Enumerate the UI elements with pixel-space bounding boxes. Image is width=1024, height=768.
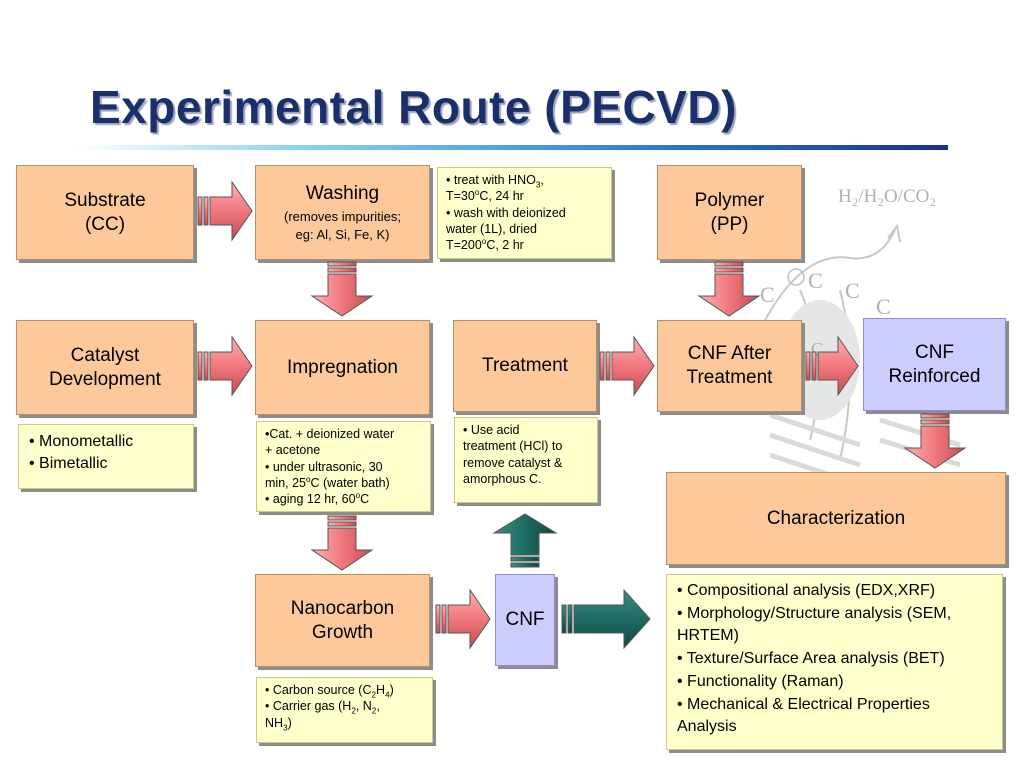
cnf-reinforced-label: CNF	[914, 341, 955, 363]
background-atom: C	[760, 282, 775, 307]
characterization-note: • Compositional analysis (EDX,XRF) • Mor…	[666, 574, 1003, 750]
atom-circle	[787, 268, 805, 286]
polymer-sublabel: (PP)	[710, 213, 749, 235]
substrate-label: Substrate	[64, 189, 146, 211]
washing-detail-line: (removes impurities;	[283, 209, 402, 225]
substrate-box: Substrate (CC)	[16, 165, 194, 260]
washing-detail-line: eg: Al, Si, Fe, K)	[295, 226, 390, 242]
arrow-catalyst-to-impregnation	[197, 335, 253, 397]
catalyst-label: Catalyst	[70, 344, 140, 366]
arrow-reinforced-to-characterization	[903, 413, 967, 469]
arrow-polymer-to-cnf-after	[697, 261, 761, 317]
arrow-treatment-to-cnf-after	[599, 335, 655, 397]
cnf-reinforced-sublabel: Reinforced	[888, 365, 981, 387]
slide-title: Experimental Route (PECVD)	[90, 81, 737, 133]
arrow-cnf-after-to-reinforced	[805, 335, 859, 397]
arrow-cnf-to-characterization-note	[561, 588, 651, 650]
polymer-label: Polymer	[694, 189, 765, 211]
substrate-sublabel: (CC)	[84, 213, 126, 235]
cnf-after-label: CNF After	[687, 343, 772, 365]
catalyst-sublabel: Development	[49, 368, 161, 390]
gas-release-curve	[759, 229, 896, 331]
fiber-stripe-1	[769, 412, 861, 448]
impregnation-box: Impregnation	[255, 320, 430, 415]
fiber-stripe-2	[769, 432, 861, 468]
cnf-box: CNF	[495, 574, 555, 666]
treatment-box: Treatment	[453, 320, 597, 412]
washing-box: Washing (removes impurities; eg: Al, Si,…	[255, 165, 430, 260]
impregnation-note: •Cat. + deionized water + acetone • unde…	[256, 421, 431, 512]
washing-note: • treat with HNO3, T=30oC, 24 hr • wash …	[437, 167, 612, 259]
background-atom: C	[845, 278, 860, 303]
catalyst-note: • Monometallic • Bimetallic	[18, 424, 194, 489]
cnf-after-treatment-box: CNF After Treatment	[657, 320, 802, 412]
background-formula: H₂/H₂O/CO₂	[838, 186, 936, 207]
characterization-box: Characterization	[666, 472, 1006, 565]
treatment-note: • Use acid treatment (HCl) to remove cat…	[454, 417, 598, 503]
polymer-box: Polymer (PP)	[657, 165, 802, 260]
title-underline	[76, 145, 948, 150]
nanocarbon-growth-box: Nanocarbon Growth	[255, 574, 430, 667]
cnf-reinforced-box: CNF Reinforced	[863, 318, 1006, 411]
cnf-after-sublabel: Treatment	[686, 367, 773, 388]
arrow-washing-to-impregnation	[310, 261, 374, 317]
nanocarbon-sublabel: Growth	[311, 621, 374, 643]
cnf-label: CNF	[505, 609, 545, 631]
washing-label: Washing	[305, 182, 380, 204]
background-atom: C	[876, 294, 891, 319]
arrow-impregnation-to-nanocarbon	[310, 515, 374, 571]
arrow-nanocarbon-to-cnf	[435, 588, 491, 650]
nanocarbon-label: Nanocarbon	[290, 597, 395, 619]
arrow-cnf-to-treatment	[492, 513, 558, 568]
background-atom: C	[808, 268, 823, 293]
catalyst-development-box: Catalyst Development	[16, 320, 194, 415]
gas-release-arrowhead	[887, 223, 901, 243]
impregnation-label: Impregnation	[287, 356, 398, 378]
nanocarbon-note: • Carbon source (C2H4) • Carrier gas (H2…	[256, 677, 433, 743]
treatment-label: Treatment	[482, 355, 568, 377]
characterization-label: Characterization	[766, 507, 906, 529]
arrow-substrate-to-washing	[197, 180, 253, 242]
